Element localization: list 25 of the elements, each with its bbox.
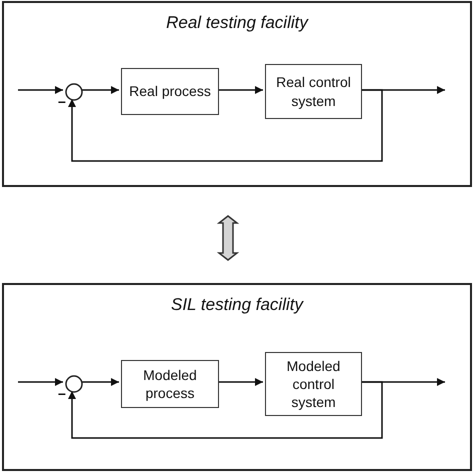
panel-frame bbox=[2, 1, 472, 187]
arrow bbox=[81, 378, 119, 386]
arrow bbox=[217, 86, 263, 94]
panel-frame bbox=[2, 283, 472, 471]
process-box bbox=[121, 68, 219, 115]
block-label: Real process bbox=[129, 82, 211, 101]
panel-title: Real testing facility bbox=[165, 13, 310, 33]
panel-title: SIL testing facility bbox=[170, 295, 305, 315]
minus-sign: – bbox=[58, 386, 66, 400]
block-label: Modeled process bbox=[142, 366, 198, 402]
block-label: Real control system bbox=[276, 73, 351, 110]
process-box bbox=[265, 64, 362, 119]
summing-junction bbox=[65, 375, 83, 393]
process-box bbox=[265, 352, 362, 416]
arrow bbox=[68, 89, 383, 162]
arrow bbox=[81, 86, 119, 94]
double-arrow bbox=[216, 215, 240, 261]
minus-sign: – bbox=[58, 94, 66, 108]
summing-junction bbox=[65, 83, 83, 101]
arrow bbox=[217, 378, 263, 386]
arrow bbox=[68, 381, 383, 439]
process-box bbox=[121, 360, 219, 408]
arrow bbox=[18, 378, 63, 386]
block-label: Modeled control system bbox=[286, 356, 342, 412]
arrow bbox=[18, 86, 63, 94]
